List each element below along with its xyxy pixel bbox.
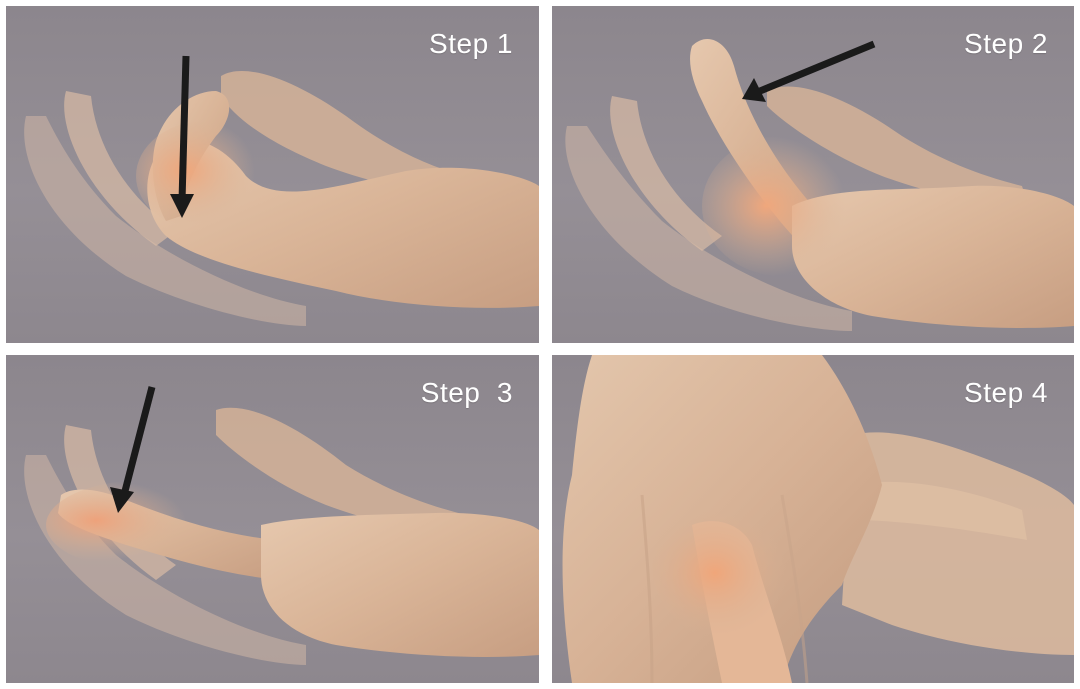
- step-label: Step 4: [964, 377, 1048, 409]
- step-4-panel: Step 4: [552, 355, 1074, 683]
- step-label: Step 3: [421, 377, 513, 409]
- step-label: Step 2: [964, 28, 1048, 60]
- step-label: Step 1: [429, 28, 513, 60]
- step-3-panel: Step 3: [6, 355, 539, 683]
- step-1-panel: Step 1: [6, 6, 539, 343]
- step-2-panel: Step 2: [552, 6, 1074, 343]
